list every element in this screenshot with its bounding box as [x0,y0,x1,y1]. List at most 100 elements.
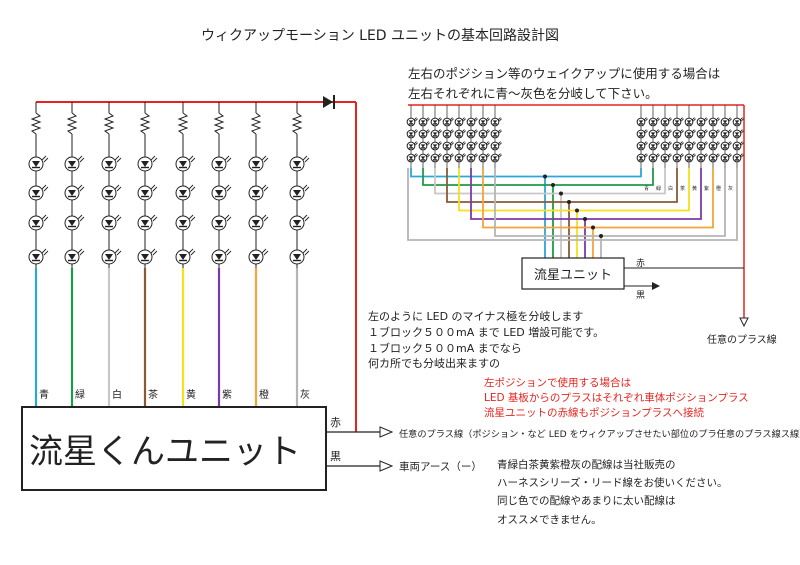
led-icon [28,248,49,265]
resistor-icon [291,112,303,135]
branch-diagram: 任意のプラス線 青緑白茶黄紫橙灰 流星ユニット 赤 黒 [406,104,777,346]
small-led-icon [672,129,684,139]
small-led-icon [454,141,466,151]
small-channel-label: 青 [644,185,649,192]
led-icon [175,155,196,172]
small-led-icon [636,117,648,127]
led-icon [289,184,310,201]
small-led-icon [660,117,672,127]
led-icon [137,155,158,172]
channel-label: 紫 [222,389,232,401]
channel-label: 橙 [259,388,269,401]
small-channel-label: 白 [668,185,673,192]
plus-arrow-icon [379,426,394,438]
branch-wire [410,168,642,258]
main-led-circuit: 青緑白茶黄紫橙灰 [28,95,357,432]
led-icon [64,184,85,201]
led-icon [137,248,158,265]
small-led-icon [708,117,720,127]
small-led-icon [636,153,648,163]
led-column [175,102,196,407]
led-icon [64,155,85,172]
led-icon [289,214,310,231]
led-icon [28,155,49,172]
bottom-note-line-3: 同じ色での配線やあまりに太い配線は [497,494,676,507]
small-led-icon [648,153,660,163]
middle-note-line-2: １ブロック５００mA まで LED 増設可能です。 [368,325,604,339]
small-led-icon [442,129,454,139]
channel-label: 白 [112,388,122,401]
small-black-label: 黒 [636,290,645,301]
top-note-line-1: 左右のポジション等のウェイクアップに使用する場合は [408,66,720,81]
led-icon [28,184,49,201]
led-column [64,102,85,407]
branch-wire [470,168,702,258]
small-channel-label: 黄 [692,185,697,192]
main-red-label: 赤 [330,416,341,429]
resistor-icon [213,112,225,135]
small-led-icon [684,141,696,151]
branch-wire [446,168,678,258]
branch-wire [434,168,666,258]
led-column [28,102,49,407]
ground-output-label: 車両アース（ー） [399,460,482,473]
small-led-icon [406,141,418,151]
red-note-line-2: LED 基板からのプラスはそれぞれ車体ポジションプラス [484,391,749,404]
led-icon [101,214,122,231]
small-led-icon [454,153,466,163]
led-column [211,102,232,407]
branch-wire [458,168,690,258]
small-led-icon [732,129,744,139]
top-note-line-2: 左右それぞれに青～灰色を分岐して下さい。 [408,86,658,101]
led-icon [211,184,232,201]
led-column [101,102,122,407]
plus-output-label: 任意のプラス線（ポジション・など LED をウィクアップさせたい部位のプラ任意の… [399,428,800,440]
bottom-note-line-1: 青緑白茶黄紫橙灰の配線は当社販売の [497,458,676,471]
small-channel-label: 橙 [716,185,721,192]
led-icon [28,214,49,231]
led-icon [248,248,269,265]
small-led-icon [696,153,708,163]
small-led-icon [708,153,720,163]
led-column [289,102,310,407]
small-led-icon [406,153,418,163]
small-led-icon [418,141,430,151]
led-column [137,102,158,407]
small-led-icon [648,117,660,127]
small-led-icon [442,141,454,151]
small-led-icon [430,129,442,139]
small-led-icon [696,129,708,139]
small-led-icon [660,129,672,139]
diode-icon [323,96,333,108]
small-led-icon [672,141,684,151]
led-icon [101,184,122,201]
led-icon [211,214,232,231]
small-led-icon [466,153,478,163]
led-icon [211,248,232,265]
small-ground-arrow-icon [652,282,660,290]
small-led-icon [672,117,684,127]
small-led-icon [684,153,696,163]
small-led-icon [648,141,660,151]
small-led-icon [708,141,720,151]
small-led-icon [406,117,418,127]
resistor-icon [139,112,151,135]
small-unit-label: 流星ユニット [534,268,612,283]
small-led-icon [418,129,430,139]
small-led-icon [672,153,684,163]
main-unit-label: 流星くんユニット [29,432,301,472]
small-led-icon [442,153,454,163]
channel-label: 緑 [75,388,85,401]
led-icon [101,155,122,172]
led-icon [101,248,122,265]
led-icon [64,248,85,265]
channel-label: 黄 [186,388,196,401]
small-led-icon [490,153,502,163]
channel-label: 青 [39,388,49,401]
channel-label: 灰 [300,388,310,401]
led-icon [137,214,158,231]
small-led-icon [430,153,442,163]
led-icon [248,214,269,231]
middle-note-line-1: 左のように LED のマイナス極を分岐します [368,309,583,323]
